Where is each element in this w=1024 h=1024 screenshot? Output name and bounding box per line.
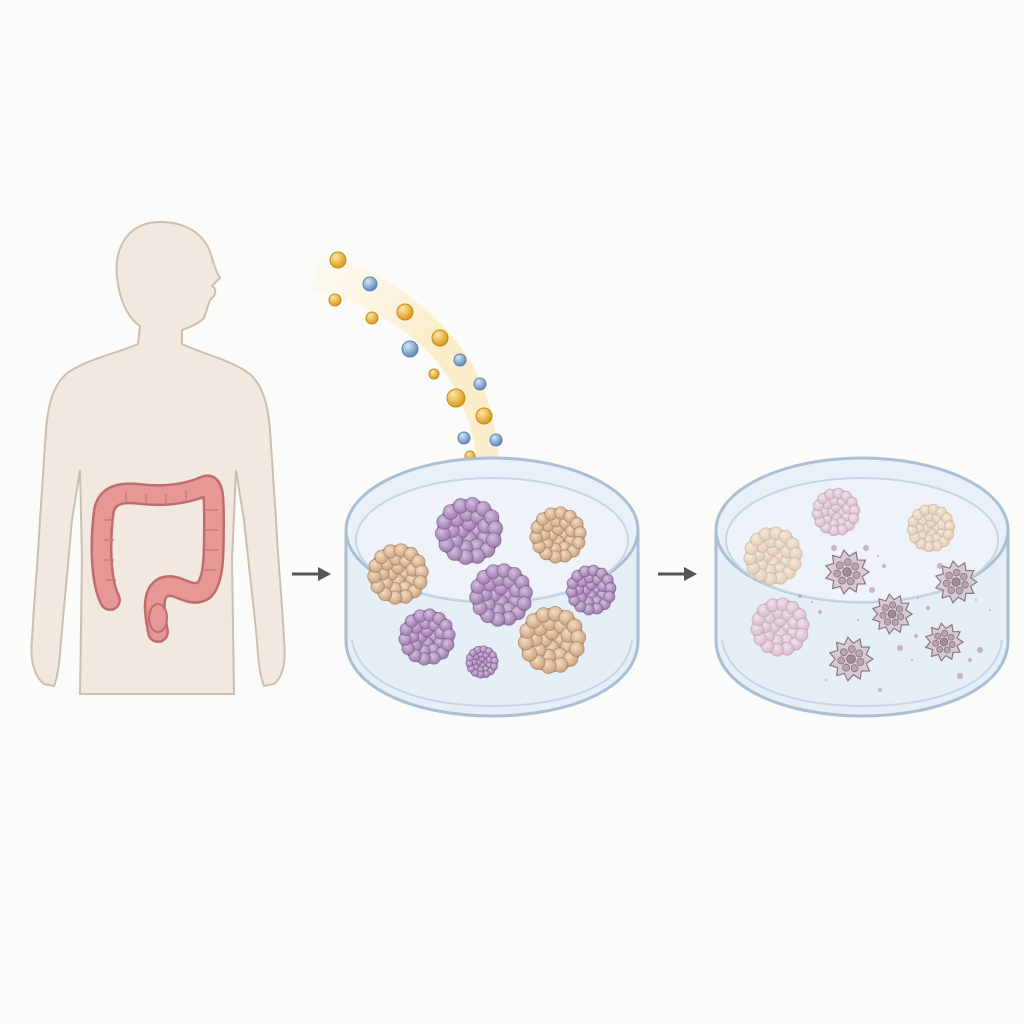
drug-particle-gold: [328, 293, 342, 307]
organoid-purple: [565, 564, 617, 616]
drug-particle-blue: [362, 276, 378, 292]
drug-particle-blue: [457, 431, 471, 445]
debris-speck: [818, 610, 822, 614]
organoid-dying: [934, 560, 979, 604]
drug-particle-blue: [489, 433, 503, 447]
drug-particle-gold: [428, 368, 440, 380]
drug-particles: [328, 251, 510, 505]
organoid-tan: [517, 606, 587, 674]
drug-particle-blue: [473, 377, 487, 391]
organoid-dying: [824, 549, 871, 595]
organoid-purple: [465, 645, 499, 679]
drug-particle-gold: [446, 388, 466, 408]
debris-speck: [878, 688, 882, 692]
organoid-faded-pink: [750, 597, 810, 657]
colon-organ: [90, 474, 225, 643]
debris-speck: [989, 609, 991, 611]
colon-haustra: [104, 490, 218, 581]
drug-particle-gold: [431, 329, 449, 347]
debris-speck: [975, 599, 977, 601]
cell-debris: [798, 545, 991, 692]
drug-particle-gold: [365, 311, 379, 325]
organoid-purple: [434, 497, 504, 565]
drug-particle-gold: [475, 407, 493, 425]
debris-speck: [882, 564, 886, 568]
treatment-dish: [344, 456, 640, 718]
organoid-faded-tan: [906, 503, 956, 553]
healthy-organoids: [367, 497, 617, 679]
debris-speck: [911, 659, 913, 661]
debris-speck: [977, 647, 983, 653]
rectum: [148, 603, 168, 633]
debris-speck: [798, 594, 802, 598]
organoid-faded-tan: [743, 526, 803, 586]
colon-path-inner: [93, 476, 223, 641]
patient-figure: [30, 220, 286, 695]
debris-speck: [831, 545, 837, 551]
debris-speck: [811, 601, 813, 603]
debris-speck: [869, 587, 875, 593]
debris-speck: [968, 658, 972, 662]
organoid-dying: [871, 593, 914, 635]
debris-speck: [877, 555, 879, 557]
right-arrow-icon: [658, 567, 697, 581]
organoid-faded-pink: [811, 487, 861, 537]
organoid-purple: [469, 563, 533, 627]
dish-bottom-highlight: [721, 639, 1003, 708]
drug-particle-gold: [329, 251, 347, 269]
drug-particle-blue: [401, 340, 419, 358]
debris-speck: [897, 645, 903, 651]
debris-speck: [914, 634, 918, 638]
debris-speck: [917, 597, 919, 599]
dish-bottom-highlight: [351, 639, 633, 708]
organoid-tan: [367, 543, 429, 605]
organoid-dying: [924, 622, 965, 662]
organoid-purple: [398, 608, 456, 666]
drug-particle-blue: [453, 353, 467, 367]
debris-speck: [857, 619, 859, 621]
debris-speck: [825, 679, 827, 681]
drug-particle-gold: [396, 303, 414, 321]
debris-speck: [926, 606, 930, 610]
organoid-tan: [529, 506, 587, 564]
treated-organoids: [743, 487, 979, 682]
debris-speck: [957, 673, 963, 679]
result-dish: [714, 456, 1010, 718]
organoid-dying: [828, 636, 875, 682]
right-arrow-icon: [292, 567, 331, 581]
debris-speck: [863, 545, 869, 551]
debris-speck: [937, 563, 943, 569]
